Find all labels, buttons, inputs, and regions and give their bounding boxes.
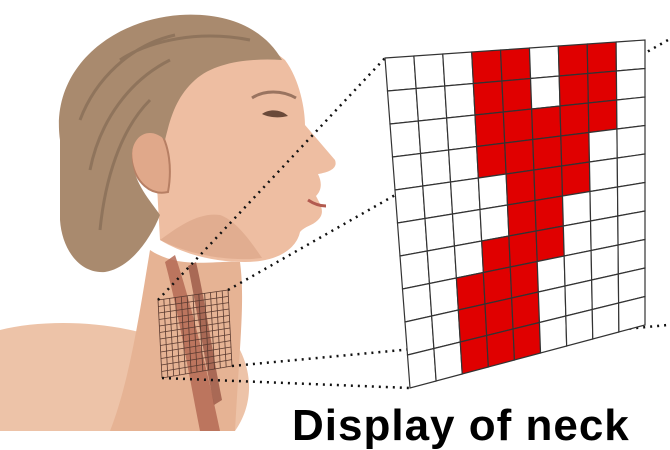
grid-cell-filled [535, 196, 563, 231]
grid-cell [618, 183, 646, 217]
grid-cell [421, 150, 451, 186]
grid-cell [434, 342, 462, 381]
grid-cell-filled [588, 100, 617, 133]
grid-cell [385, 56, 416, 91]
grid-cell [447, 115, 477, 150]
grid-cell [539, 316, 566, 353]
grid-cell [589, 158, 617, 192]
grid-cell-filled [473, 81, 503, 115]
grid-cell [390, 121, 421, 157]
grid-cell [566, 310, 593, 347]
grid-cell-filled [508, 201, 537, 237]
grid-cell-filled [472, 50, 502, 84]
grid-cell-filled [505, 140, 534, 175]
grid-cell [403, 284, 432, 323]
grid-cell [418, 118, 448, 154]
grid-cell-filled [558, 44, 587, 76]
grid-cell-filled [509, 231, 537, 267]
head-illustration [0, 15, 336, 431]
grid-cell-filled [559, 74, 588, 107]
grid-cell [478, 174, 507, 210]
grid-cell-filled [532, 106, 561, 140]
grid-cell-filled [588, 71, 617, 103]
grid-cell [400, 251, 429, 289]
grid-cell [616, 69, 645, 101]
grid-cell [592, 303, 619, 339]
grid-cell [423, 182, 453, 219]
grid-cell [590, 187, 618, 221]
grid-cell-filled [502, 79, 532, 113]
grid-cell [617, 126, 645, 159]
grid-cell-filled [477, 143, 506, 178]
grid-cell [531, 76, 560, 109]
grid-cell [445, 84, 475, 119]
grid-cell [393, 154, 423, 191]
grid-cell [395, 186, 425, 223]
grid-cell [619, 297, 645, 333]
grid-cell [388, 89, 419, 125]
grid-cell-filled [487, 329, 515, 367]
grid-cell-filled [560, 103, 589, 136]
grid-cell-filled [534, 166, 563, 201]
grid-cell [408, 349, 437, 389]
grid-cell [443, 52, 474, 86]
grid-cell-filled [587, 42, 616, 74]
grid-cell-filled [536, 226, 564, 262]
grid-cell [529, 46, 559, 79]
grid-cell [398, 219, 428, 257]
caption: Display of neck [292, 404, 630, 448]
grid-cell [449, 147, 479, 183]
grid-cell-filled [503, 109, 532, 143]
grid-cell [617, 97, 645, 129]
pixel-grid [385, 40, 645, 388]
grid-cell-filled [475, 112, 505, 147]
grid-cell [454, 241, 483, 278]
grid-cell [429, 278, 458, 316]
grid-cell [453, 210, 482, 247]
grid-cell-filled [562, 162, 590, 196]
grid-cell [427, 246, 456, 284]
grid-cell-filled [506, 170, 535, 205]
grid-cell [616, 40, 645, 71]
grid-cell [480, 205, 509, 241]
neck-display-illustration [0, 0, 670, 431]
grid-cell [563, 192, 591, 227]
grid-cell-filled [460, 336, 488, 375]
grid-cell-filled [513, 323, 541, 361]
grid-cell-filled [561, 133, 590, 167]
grid-cell [617, 154, 645, 187]
grid-cell [589, 129, 617, 162]
grid-cell [425, 214, 454, 251]
grid-cell-filled [533, 136, 562, 170]
grid-cell [451, 178, 480, 214]
grid-cell [414, 54, 445, 89]
grid-cell-filled [501, 48, 531, 81]
grid-cell [416, 86, 447, 121]
grid-cell-filled [482, 236, 511, 273]
